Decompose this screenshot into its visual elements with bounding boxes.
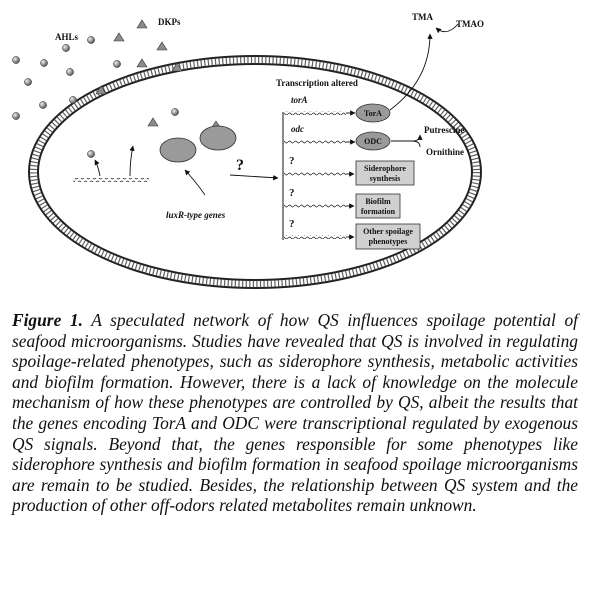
luxr-gene-dna	[73, 178, 149, 182]
figure-label: Figure 1.	[12, 310, 83, 330]
signal-arrows	[94, 145, 206, 196]
gene-odc-label: odc	[291, 124, 304, 134]
luxr-receptors	[159, 125, 237, 163]
arrow-to-bracket	[229, 174, 279, 181]
other-phenotypes-box	[355, 223, 421, 250]
other-phenotypes-label-2: phenotypes	[369, 237, 408, 246]
siderophore-label-1: Siderophore	[364, 164, 406, 173]
other-phenotypes-label-1: Other spoilage	[363, 227, 413, 236]
tora-protein-label: TorA	[364, 109, 382, 118]
biofilm-label-2: formation	[361, 207, 396, 216]
putrescine-label: Putrescine	[424, 125, 464, 135]
ahls-label: AHLs	[55, 32, 79, 42]
figure-caption: Figure 1. A speculated network of how QS…	[12, 310, 578, 516]
dkps-label: DKPs	[158, 17, 181, 27]
question-mark-sidero: ?	[289, 155, 295, 167]
caption-text: A speculated network of how QS influence…	[12, 310, 578, 516]
question-mark-main: ?	[236, 157, 244, 174]
transcription-altered-label: Transcription altered	[276, 78, 358, 88]
gene-tora-label: torA	[291, 95, 308, 105]
gene-other-dna	[284, 235, 346, 239]
odc-ornithine-line	[411, 140, 421, 148]
odc-protein-label: ODC	[364, 137, 382, 146]
odc-to-putrescine-arrow	[391, 134, 423, 142]
tora-protein	[355, 103, 391, 123]
biofilm-label-1: Biofilm	[365, 197, 391, 206]
question-mark-other: ?	[289, 218, 295, 230]
cell-membrane	[28, 55, 482, 289]
gene-odc-dna	[284, 140, 346, 144]
luxr-genes-label: luxR-type genes	[166, 210, 226, 220]
dkp-molecules	[95, 19, 223, 131]
tmao-label: TMAO	[456, 19, 484, 29]
question-mark-biofilm: ?	[289, 187, 295, 199]
odc-protein	[355, 131, 391, 151]
siderophore-box	[355, 160, 415, 186]
tora-to-tma-arrow	[389, 33, 433, 111]
tma-label: TMA	[412, 12, 433, 22]
ornithine-label: Ornithine	[426, 147, 464, 157]
tmao-to-tma-arrow	[435, 23, 459, 34]
gene-tora-dna	[284, 111, 346, 115]
ahl-molecules	[12, 36, 179, 158]
biofilm-box	[355, 193, 401, 219]
gene-biofilm-dna	[284, 204, 346, 208]
gene-sidero-dna	[284, 172, 346, 176]
siderophore-label-2: synthesis	[370, 174, 401, 183]
qs-network-diagram: AHLs DKPs luxR-type genes ? Transcriptio…	[12, 12, 484, 289]
